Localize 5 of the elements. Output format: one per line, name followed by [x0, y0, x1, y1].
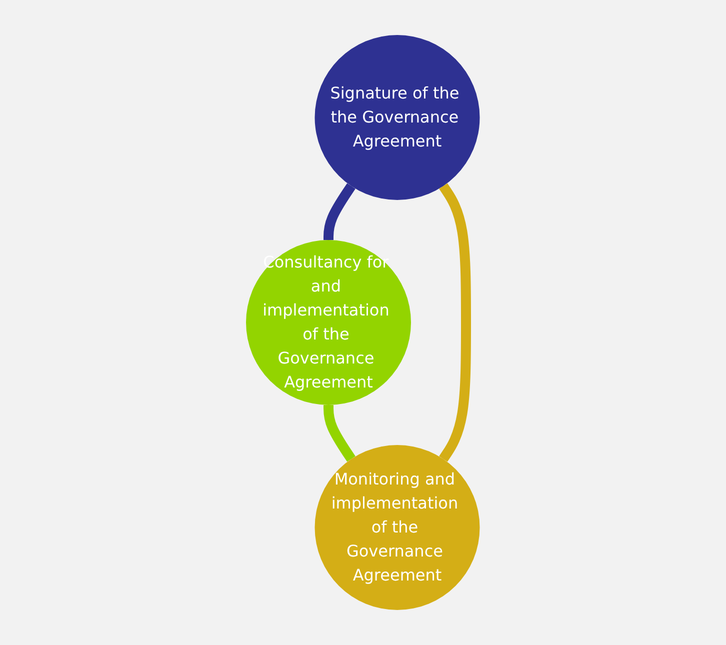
- connector: [324, 183, 356, 242]
- node-circle: Monitoring and implementation of the Governance Agreement: [314, 445, 480, 610]
- node-circle: Signature of the the Governance Agreement: [314, 35, 480, 200]
- connector: [324, 403, 356, 462]
- connector: [439, 183, 472, 462]
